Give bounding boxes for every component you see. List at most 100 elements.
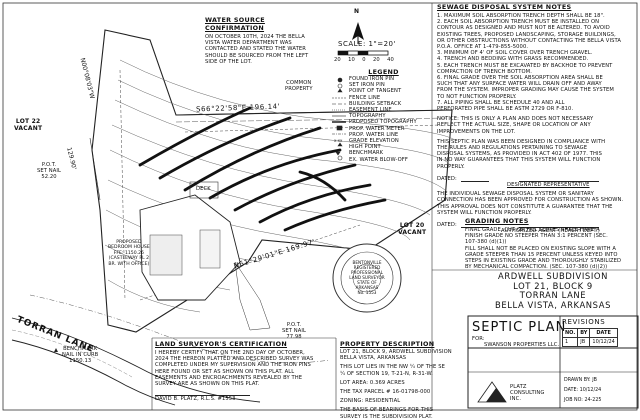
sewage-note-line: 4. TRENCH AND BEDDING WITH GRASS RECOMME… [437, 56, 589, 63]
certification-line: COMPLETED UNDER MY SUPERVISION AND THE I… [155, 362, 311, 369]
scale-tick: 20 [373, 57, 380, 63]
water-source-line: SHOULD BE SOURCED FROM THE LEFT [205, 52, 309, 59]
design-line: PROPERLY. [437, 163, 465, 170]
sewage-notes: SEWAGE DISPOSAL SYSTEM NOTES 1. MAXIMUM … [437, 3, 633, 235]
legend-item: TOPOGRAPHY [349, 113, 386, 120]
water-source-block: WATER SOURCE CONFIRMATION ON OCTOBER 10T… [205, 16, 325, 65]
revisions-col: BY [577, 328, 591, 338]
water-source-line: SIDE OF THE LOT. [205, 58, 253, 65]
revisions-cell: 10/12/24 [589, 337, 618, 347]
property-line: LOT AREA: 0.369 ACRES [340, 379, 405, 386]
firm-line: INC. [510, 396, 522, 403]
legend-heading: LEGEND [368, 68, 399, 76]
job-label: JOB NO: [564, 398, 583, 403]
benchmark-line: 1150.13 [69, 358, 92, 365]
street-name: TORRAN LANE [519, 290, 587, 301]
legend-item: HIGH POINT [349, 144, 381, 151]
legend-item: SET IRON PIN [349, 82, 385, 89]
lot-22-label: LOT 22 VACANT [14, 118, 42, 132]
notice-line: REFLECT THE ACTUAL SIZE, SHAPE OR LOCATI… [437, 122, 591, 129]
revisions-col: NO. [561, 328, 579, 338]
title-block-address: ARDWELL SUBDIVISION LOT 21, BLOCK 9 TORR… [468, 271, 638, 310]
sewage-note-line: 2. EACH SOIL ABSORPTION TRENCH MUST BE I… [437, 19, 600, 26]
drawn-by-value: JB [592, 378, 597, 383]
house-label-line: (CASTLEWAY PL 2 [108, 256, 150, 262]
firm-line: PLATZ [510, 384, 527, 390]
designated-rep-label: DESIGNATED REPRESENTATIVE [507, 182, 590, 189]
certification-line: SURVEY ARE AS SHOWN ON THIS PLAT. [155, 381, 260, 388]
sewage-note-line: COMPACTION OF TRENCH BOTTOM. [437, 68, 532, 75]
design-line: THE RULES AND REGULATIONS PERTAINING TO … [437, 145, 588, 152]
house-label-line: FFE: 1150.26 [113, 250, 144, 256]
property-line: LOT 21, BLOCK 9, ARDWELL SUBDIVISION [340, 349, 452, 355]
subdivision-name: ARDWELL SUBDIVISION [498, 271, 608, 281]
grading-heading: GRADING NOTES [465, 217, 529, 225]
certification-line: I HEREBY CERTIFY THAT ON THE 2ND DAY OF … [155, 350, 305, 356]
benchmark-line: BENCHMARK [63, 346, 98, 352]
lot-block: LOT 21, BLOCK 9 [513, 280, 593, 291]
common-property-line: COMMON [286, 80, 312, 86]
grading-line: FILL SHALL NOT BE PLACED ON EXISTING SLO… [465, 245, 616, 252]
lot-20-label: LOT 20 VACANT [398, 222, 426, 236]
certification-line: 2024 THE HEREON PLATTED AND DESCRIBED SU… [155, 356, 314, 363]
property-line: THIS LOT LIES IN THE NW ¼ OF THE SE [340, 364, 445, 371]
plan-title: SEPTIC PLAN [472, 320, 567, 335]
legend-item: EX. WATER BLOW-OFF [349, 156, 408, 163]
property-line: THE BASIS OF BEARINGS FOR THIS [340, 407, 434, 414]
legend-item: FOUND IRON PIN [349, 76, 395, 82]
revisions-heading: REVISIONS [562, 318, 606, 326]
scale-tick: 0 [362, 57, 366, 63]
scale-label: SCALE: 1"=20' [338, 40, 396, 48]
plan-for-label: FOR: [472, 336, 485, 342]
house-label-line: PROPOSED [116, 240, 142, 245]
sewage-note-line: P.O.A. OFFICE AT 1-479-855-5000. [437, 44, 529, 51]
house-label-line: BR. WITH OFFICE) [108, 261, 150, 267]
water-source-line: VISTA WATER DEPARTMENT WAS [205, 40, 292, 47]
lot-22-line: VACANT [14, 125, 43, 132]
legend-item: GRADE ELEVATION [349, 138, 399, 145]
grading-line: BY MECHANICAL COMPACTION. (SEC. 107-380 … [465, 264, 608, 271]
scale-ticks: 20 10 0 20 40 [334, 57, 394, 63]
revisions-cell: JB [577, 337, 591, 347]
sewage-note-line: OR OTHER OBSTRUCTIONS WITHOUT CONTACTING… [437, 37, 621, 44]
plan-client: SWANSON PROPERTIES LLC. [484, 342, 560, 348]
house-label-line: BEDROOM HOUSE [108, 245, 150, 251]
property-line: SURVEY IS THE SUBDIVISION PLAT. [340, 413, 433, 420]
sewage-notes-heading: SEWAGE DISPOSAL SYSTEM NOTES [437, 3, 572, 11]
surveyor-seal-text: BENTONVILLE REGISTERED PROFESSIONAL LAND… [337, 260, 397, 295]
grading-line: FINISH GRADE NO STEEPER THAN 3:1 PERCENT… [465, 233, 608, 240]
svg-text:x.xx: x.xx [334, 138, 343, 143]
sewage-note-line: 3. MINIMUM OF 4' OF SOIL COVER OVER TREN… [437, 50, 593, 57]
certification-line: EASEMENTS AND ENCROACHMENTS REVEALED BY … [155, 374, 303, 381]
design-line: IN NO WAY GUARANTEES THAT THIS SYSTEM WI… [437, 157, 601, 164]
approval-line: SYSTEM WILL FUNCTION PROPERLY. [437, 209, 532, 216]
common-property-label: COMMON PROPERTY [285, 80, 313, 92]
legend: LEGEND FOUND IRON PIN SET IRON PIN POINT… [349, 68, 434, 163]
grading-line: 107-380 (d)(1)) [465, 239, 507, 246]
lot-22-line: LOT 22 [15, 118, 41, 125]
sewage-note-line: 7. ALL PIPING SHALL BE SCHEDULE 40 AND A… [437, 99, 565, 106]
sewage-note-line: SUCH THAT ANY SURFACE WATER WILL DRAIN O… [437, 81, 602, 88]
drawing-info: DRAWN BY: JB DATE: 10/12/24 JOB NO: 24-2… [564, 376, 601, 406]
seal-text-line: No. 1553 [357, 290, 377, 295]
pot-left-label: P.O.T. SET NAIL 52.20 [37, 162, 61, 181]
approval-line: THE INDIVIDUAL SEWAGE DISPOSAL SYSTEM OR… [437, 191, 594, 198]
property-line: ¼ OF SECTION 19, T-21-N, R-31-W. [340, 370, 433, 377]
sewage-note-line: PERFORATED PIPE SHALL BE ASTM 2729 OR F-… [437, 106, 574, 113]
approval-line: THIS APPROVAL DOES NOT CONSTITUTE A GUAR… [437, 203, 613, 210]
property-line: BELLA VISTA, ARKANSAS [340, 355, 407, 362]
sewage-note-line: EXISTING TREES, PROPOSED LANDSCAPING, ST… [437, 31, 616, 38]
sewage-note-line: 1. MAXIMUM SOIL ABSORPTION TRENCH DEPTH … [437, 13, 605, 19]
pot-left-line: 52.20 [41, 174, 57, 181]
common-property-line: PROPERTY [285, 86, 313, 93]
grading-line: GRADE STEEPER THAN 15 PERCENT UNLESS KEY… [465, 251, 618, 258]
property-description: PROPERTY DESCRIPTION LOT 21, BLOCK 9, AR… [340, 340, 465, 420]
pot-left-line: SET NAIL [37, 168, 62, 175]
sewage-note-line: FROM THE SYSTEM. IMPROPER GRADING MAY CA… [437, 87, 614, 94]
sewage-note-line: 5. EACH TRENCH MUST BE EXCAVATED BY BACK… [437, 62, 613, 69]
water-source-line: CONTACTED AND STATED THE WATER [205, 46, 306, 53]
notice-line: IMPROVEMENTS ON THE LOT. [437, 128, 516, 135]
pot-right-label: P.O.T. SET NAIL 77.98 [282, 322, 306, 341]
water-source-heading: WATER SOURCE CONFIRMATION [205, 16, 265, 32]
sewage-note-line: 6. FINAL GRADE OVER THE SOIL ABSORPTION … [437, 75, 603, 82]
